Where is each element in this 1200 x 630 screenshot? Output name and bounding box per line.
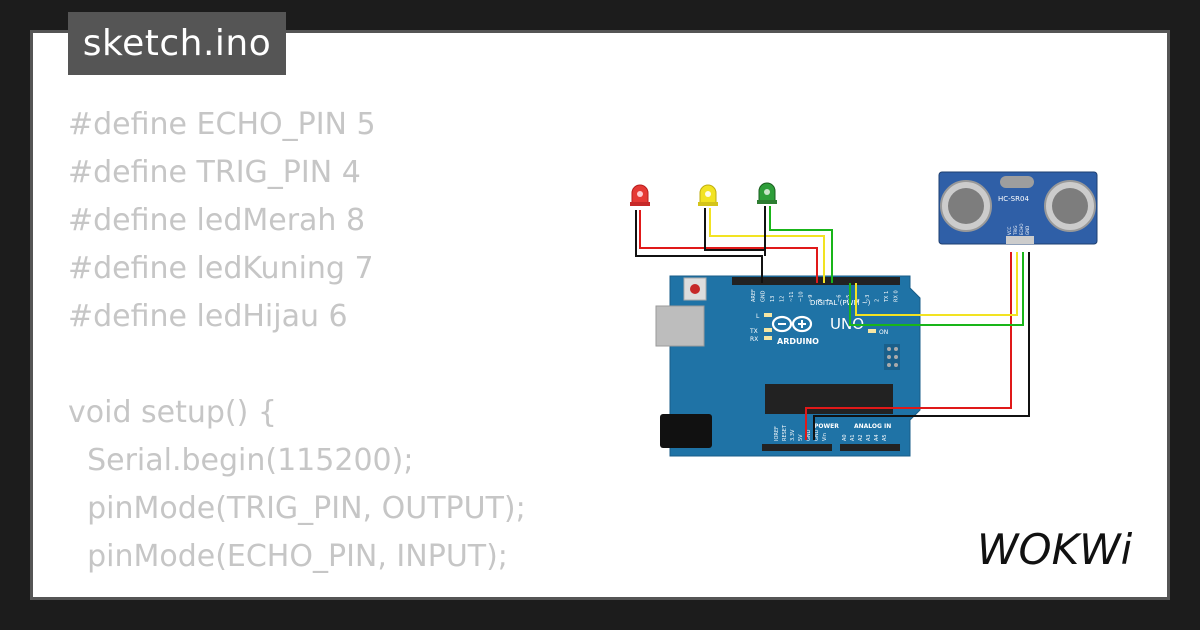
analog-pin-label: A3 [866, 434, 872, 441]
file-tab[interactable]: sketch.ino [68, 12, 286, 75]
tx-label: TX [749, 328, 758, 335]
sensor-pin-header [1006, 236, 1034, 244]
top-pin-label: TX 1 [884, 291, 890, 303]
wire-sensor-echo [849, 252, 1024, 326]
power-pin-label: 5V [798, 434, 804, 441]
code-line [68, 341, 588, 389]
wokwi-logo: WOKWi [977, 525, 1133, 574]
top-pin-label: ~9 [808, 295, 814, 302]
top-pin-label: ~6 [837, 295, 843, 302]
sensor-pin-label: GND [1025, 226, 1030, 235]
analog-pin-label: A1 [850, 434, 856, 441]
power-pin-label: GND [814, 429, 820, 441]
analog-label: ANALOG IN [854, 423, 891, 430]
power-pin-label: RESET [782, 424, 788, 441]
top-pin-label: 4 [856, 299, 862, 302]
top-pin-label: 12 [780, 296, 786, 302]
sensor-pin-label: VCC [1007, 226, 1012, 235]
top-pin-label: 13 [770, 296, 776, 302]
wire-yellow-led [709, 208, 825, 283]
code-line: pinMode(ledMerah, OUTPUT); [68, 581, 588, 589]
code-line: #define ECHO_PIN 5 [68, 107, 376, 142]
power-pin-label: GND [806, 429, 812, 441]
led-red[interactable] [630, 184, 650, 206]
wire-green-led [769, 206, 833, 283]
code-line: #define ledKuning 7 [68, 251, 374, 286]
led-green[interactable] [757, 182, 777, 204]
tx-led [764, 328, 772, 332]
l-led [764, 313, 772, 317]
power-jack [660, 414, 712, 448]
wire-red-led-gnd [635, 210, 763, 283]
power-pin-label: IOREF [774, 426, 780, 441]
brand-label: ARDUINO [777, 337, 819, 346]
analog-header [840, 444, 900, 451]
usb-connector [655, 305, 705, 347]
code-line: pinMode(ECHO_PIN, INPUT); [68, 539, 508, 574]
on-led [868, 329, 876, 333]
top-pin-label: 2 [875, 299, 881, 302]
analog-pin-label: A2 [858, 434, 864, 441]
sensor-name: HC-SR04 [998, 195, 1029, 203]
code-editor: #define ECHO_PIN 5 #define TRIG_PIN 4 #def… [68, 101, 588, 589]
wire-sensor-trig [855, 252, 1018, 316]
rx-label: RX [750, 336, 758, 343]
on-label: ON [879, 329, 888, 336]
analog-pin-label: A0 [842, 434, 848, 441]
code-line: Serial.begin(115200); [68, 443, 414, 478]
wire-sensor-gnd [813, 252, 1030, 440]
wires [635, 206, 1030, 440]
power-pin-label: 3.3V [790, 429, 796, 441]
wire-yellow-led-gnd [704, 208, 764, 251]
digital-label: DIGITAL (PWM ~) [810, 299, 871, 307]
l-label: L [756, 313, 760, 320]
top-pin-label: ~3 [865, 295, 871, 302]
power-label: POWER [814, 423, 839, 430]
code-line: #define ledHijau 6 [68, 299, 348, 334]
top-pin-label: 7 [827, 299, 833, 302]
code-line: #define ledMerah 8 [68, 203, 366, 238]
sensor-pin-label: TRIG [1013, 225, 1018, 236]
sensor-pin-label: ECHO [1019, 224, 1024, 235]
code-line: void setup() { [68, 395, 277, 430]
top-pin-label: RX 0 [894, 290, 900, 302]
atmega-chip [765, 384, 893, 414]
top-pin-label: GND [761, 290, 767, 302]
reset-button-cap[interactable] [690, 284, 700, 294]
power-header [762, 444, 832, 451]
top-pin-label: 8 [818, 299, 824, 302]
model-label: UNO [830, 315, 864, 333]
top-pin-label: AREF [751, 289, 757, 302]
analog-pin-label: A4 [874, 434, 880, 441]
code-line: #define TRIG_PIN 4 [68, 155, 361, 190]
top-pin-label: ~11 [789, 291, 795, 302]
wire-sensor-vcc [805, 252, 1012, 440]
arduino-infinity-icon [771, 315, 813, 333]
top-pin-label: ~10 [799, 291, 805, 302]
led-yellow[interactable] [698, 184, 718, 206]
crystal [1000, 176, 1034, 188]
wire-red-led [639, 210, 818, 283]
logo-text: WOKWi [977, 525, 1133, 574]
rx-led [764, 336, 772, 340]
code-line: pinMode(TRIG_PIN, OUTPUT); [68, 491, 526, 526]
icsp-header [884, 344, 900, 370]
analog-pin-label: A5 [882, 434, 888, 441]
power-pin-label: Vin [822, 433, 828, 441]
